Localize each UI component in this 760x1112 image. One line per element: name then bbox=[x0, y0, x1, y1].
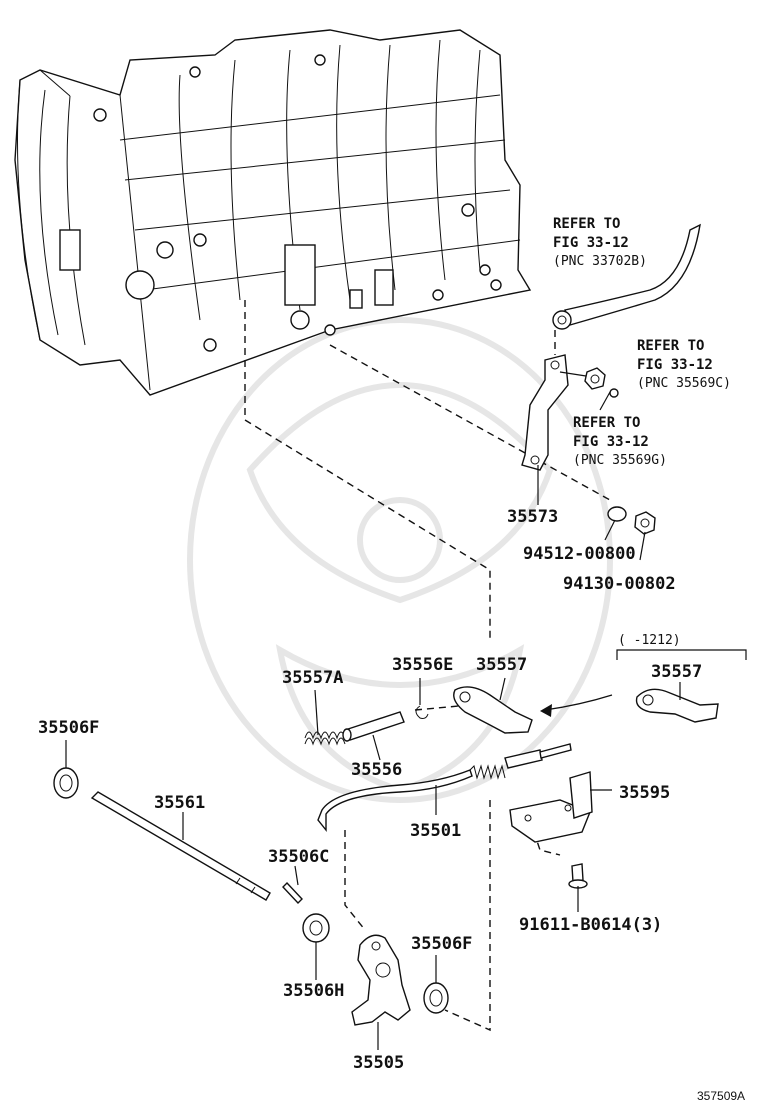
label-94512-00800: 94512-00800 bbox=[523, 544, 636, 564]
date-range: ( -1212) bbox=[618, 633, 681, 648]
ref3-line2: FIG 33-12 bbox=[573, 434, 649, 450]
arrow-head bbox=[540, 704, 552, 717]
label-35557-alt: 35557 bbox=[651, 662, 702, 682]
bolt-part bbox=[568, 863, 588, 889]
label-35557: 35557 bbox=[476, 655, 527, 675]
ref2-line2: FIG 33-12 bbox=[637, 357, 713, 373]
label-35556e: 35556E bbox=[392, 655, 453, 675]
cable-part bbox=[317, 743, 572, 832]
date-bracket bbox=[616, 649, 747, 660]
ref1-line3: (PNC 33702B) bbox=[553, 254, 647, 269]
ref2-line1: REFER TO bbox=[637, 338, 704, 354]
label-35501: 35501 bbox=[410, 821, 461, 841]
ref3-line1: REFER TO bbox=[573, 415, 640, 431]
shaft-part bbox=[90, 791, 271, 901]
ref1-line1: REFER TO bbox=[553, 216, 620, 232]
ref2-line3: (PNC 35569C) bbox=[637, 376, 731, 391]
detent-lever-part bbox=[351, 934, 411, 1026]
label-35556: 35556 bbox=[351, 760, 402, 780]
bracket-part bbox=[509, 771, 593, 843]
ref1-line2: FIG 33-12 bbox=[553, 235, 629, 251]
label-35573: 35573 bbox=[507, 507, 558, 527]
label-35506f-right: 35506F bbox=[411, 934, 472, 954]
label-35557a: 35557A bbox=[282, 668, 343, 688]
arrow-line bbox=[544, 694, 613, 711]
pin-c-part bbox=[282, 881, 303, 905]
label-35561: 35561 bbox=[154, 793, 205, 813]
alt-lever-part bbox=[635, 688, 719, 723]
spring-part bbox=[304, 731, 346, 746]
lever-part bbox=[453, 686, 533, 734]
nuts bbox=[584, 367, 656, 535]
dashed-guides bbox=[244, 300, 611, 1032]
leader-lines bbox=[65, 371, 681, 1050]
label-94130-00802: 94130-00802 bbox=[563, 574, 676, 594]
label-35505: 35505 bbox=[353, 1053, 404, 1073]
oil-seal-left bbox=[53, 767, 79, 799]
label-35506c: 35506C bbox=[268, 847, 329, 867]
pin-part bbox=[342, 711, 405, 742]
label-91611-b0614: 91611-B0614(3) bbox=[519, 915, 662, 935]
label-35506h: 35506H bbox=[283, 981, 344, 1001]
clip-part bbox=[415, 705, 429, 719]
figure-code: 357509A bbox=[697, 1089, 745, 1103]
watermark-emblem bbox=[187, 317, 613, 803]
control-shaft-lever-part bbox=[521, 354, 569, 471]
oil-seal-right bbox=[423, 982, 449, 1014]
transmission-housing bbox=[14, 29, 532, 396]
upper-shift-cable bbox=[552, 223, 701, 330]
label-35506f-left: 35506F bbox=[38, 718, 99, 738]
ref3-line3: (PNC 35569G) bbox=[573, 453, 667, 468]
label-35595: 35595 bbox=[619, 783, 670, 803]
collar-part bbox=[302, 913, 330, 943]
